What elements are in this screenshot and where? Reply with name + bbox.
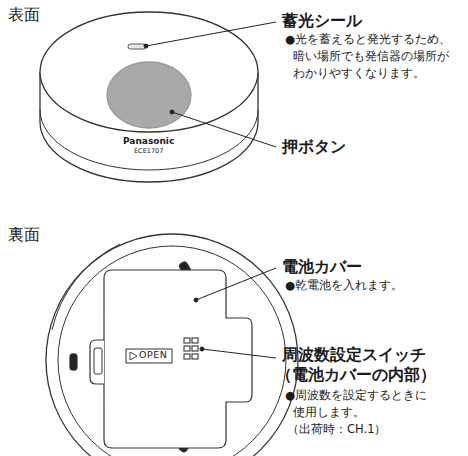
description-note: ●周波数を設定するときに xyxy=(285,389,427,402)
open-marking: OPEN xyxy=(139,350,167,361)
description-note: （出荷時：CH.1） xyxy=(287,423,386,436)
description-note: 使用します。 xyxy=(293,406,365,419)
description-note: ●乾電池を入れます。 xyxy=(285,279,403,292)
description-note: ●光を蓄えると発光するため、 xyxy=(285,33,451,46)
model-number: ECE1707 xyxy=(134,148,163,155)
section-heading: 表面 xyxy=(8,6,40,24)
part-name: 蓄光シール xyxy=(282,12,362,30)
front-device xyxy=(40,12,258,182)
part-name: 電池カバー xyxy=(282,258,362,276)
description-note: 暗い場所でも発信器の場所が xyxy=(293,50,449,63)
description-note: わかりやすくなります。 xyxy=(293,67,425,80)
leader-lines xyxy=(194,268,276,358)
back-device xyxy=(46,234,298,456)
part-name: （電池カバーの内部） xyxy=(276,366,436,384)
section-heading: 裏面 xyxy=(8,226,40,244)
leader-lines xyxy=(144,22,276,147)
part-name: 周波数設定スイッチ xyxy=(282,346,426,364)
brand-logo: Panasonic xyxy=(123,136,174,146)
part-name: 押ボタン xyxy=(282,138,346,156)
